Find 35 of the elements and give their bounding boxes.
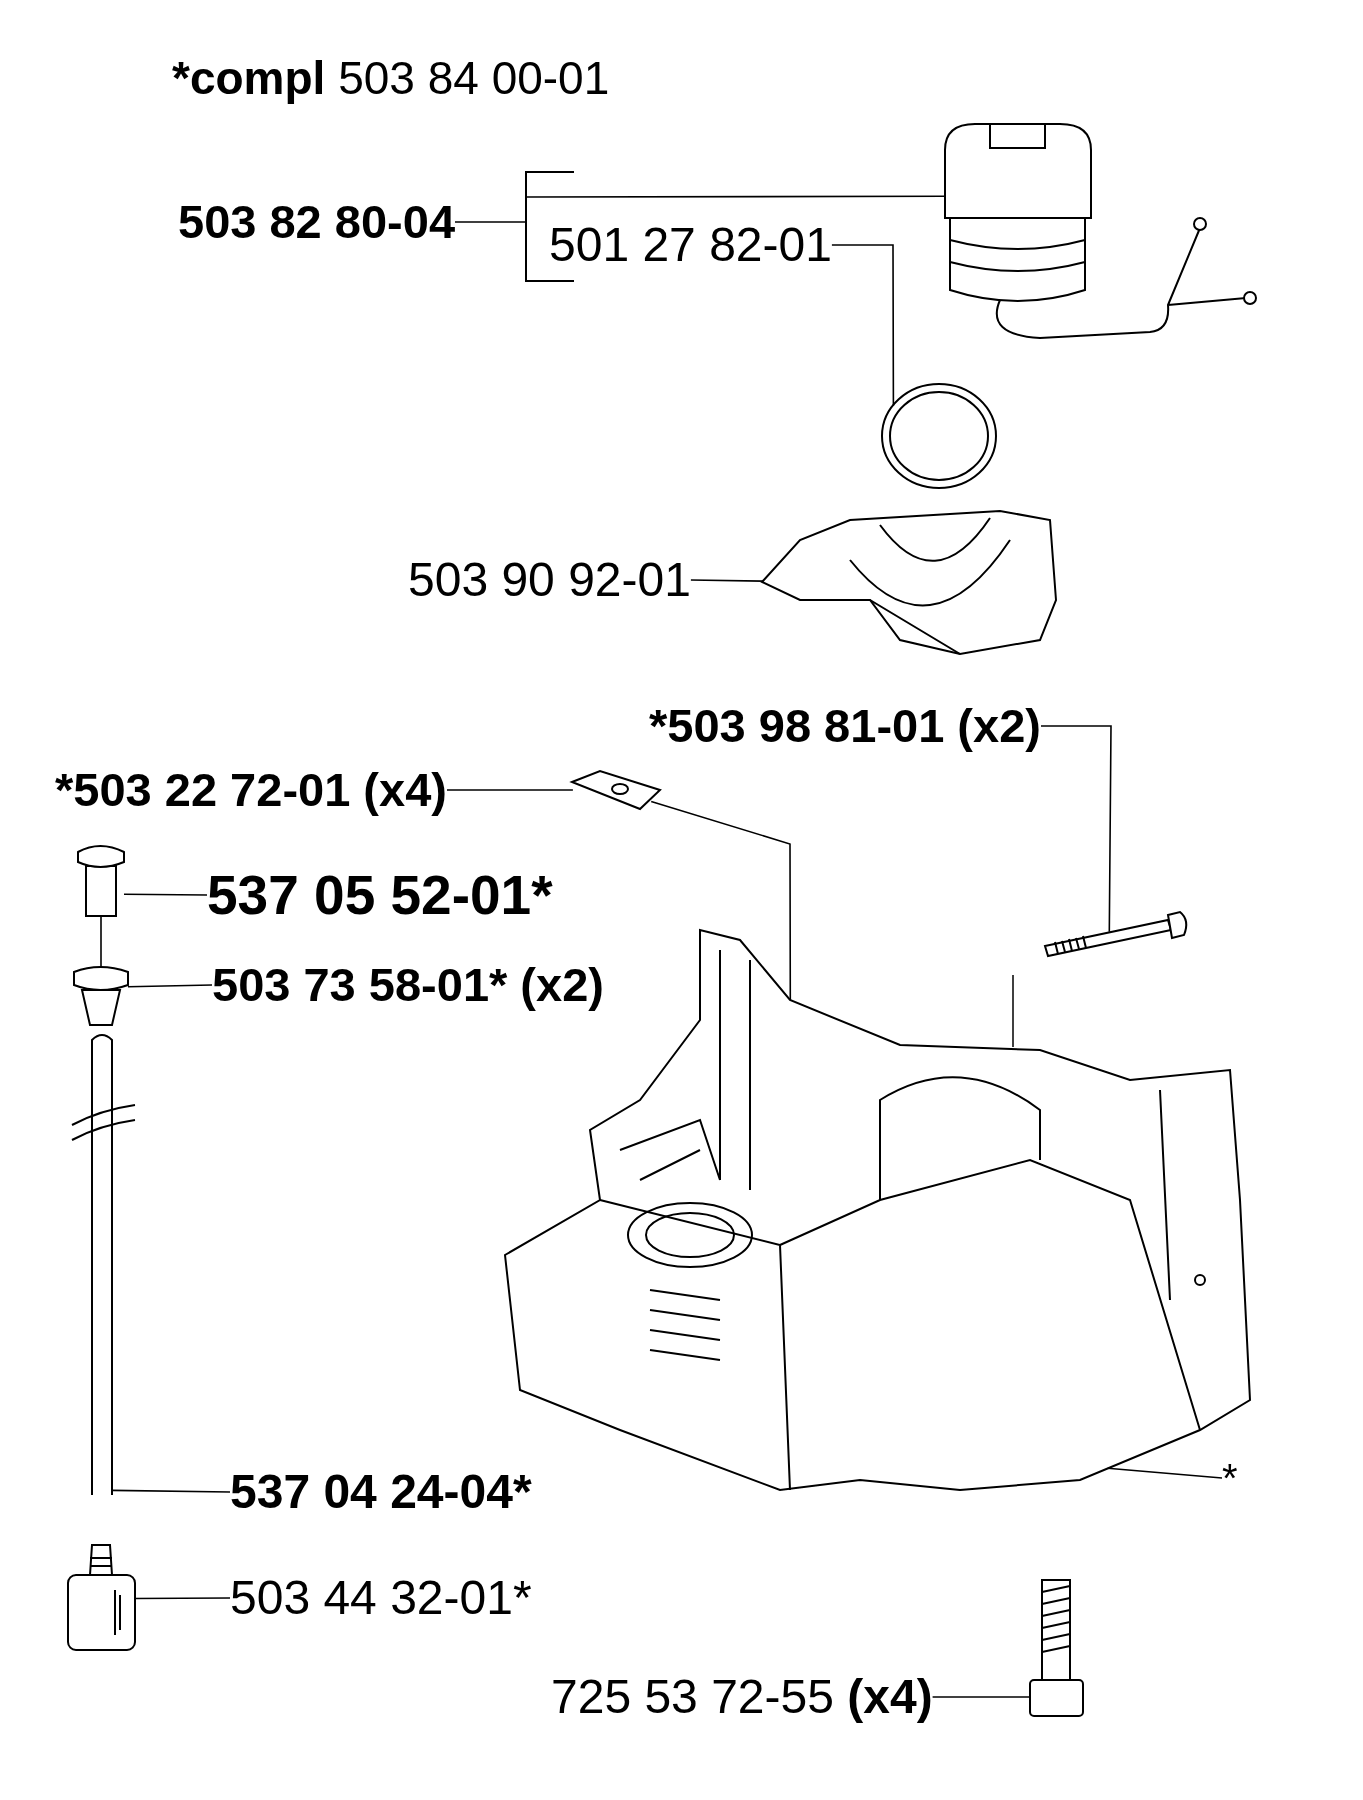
grommet-drawing	[73, 966, 129, 1026]
part-number: 503 90 92-01	[408, 553, 691, 607]
fuel-cap-drawing	[944, 123, 1257, 339]
leader-line	[690, 579, 764, 582]
leader-line	[134, 1597, 231, 1600]
saddle-drawing	[760, 510, 1057, 656]
grommet-drawing	[77, 845, 125, 917]
assembly-note: *compl 503 84 00-01	[172, 52, 610, 104]
leader-line	[1106, 1467, 1223, 1479]
leader-line	[831, 244, 895, 407]
part-number: 537 04 24-04*	[230, 1465, 532, 1519]
leader-line	[454, 195, 946, 223]
clip-nut-drawing	[569, 769, 662, 811]
part-number: 503 82 80-04	[178, 196, 456, 248]
leader-line	[127, 984, 213, 988]
part-number: *503 22 72-01 (x4)	[55, 764, 447, 816]
part-number: 503 44 32-01*	[230, 1571, 532, 1625]
leader-line	[123, 893, 208, 896]
screw-drawing	[1029, 1579, 1084, 1717]
fuel-filter-drawing	[67, 1544, 136, 1651]
o-ring-drawing	[881, 383, 997, 489]
part-number: 503 73 58-01* (x2)	[212, 959, 604, 1011]
part-number: *	[1222, 1456, 1238, 1500]
part-number: 501 27 82-01	[549, 218, 832, 272]
part-number: *503 98 81-01 (x2)	[649, 700, 1041, 752]
part-number: 537 05 52-01*	[207, 864, 553, 926]
leader-line	[650, 800, 792, 1001]
fuel-hose-drawing	[71, 1034, 136, 1496]
leader-line	[931, 1696, 1031, 1698]
leader-line	[111, 1489, 231, 1493]
leader-line	[1040, 725, 1112, 933]
bolt-drawing	[1043, 911, 1188, 958]
leader-line	[446, 789, 574, 791]
part-number: 725 53 72-55 (x4)	[551, 1670, 933, 1724]
leader-line	[100, 915, 102, 968]
